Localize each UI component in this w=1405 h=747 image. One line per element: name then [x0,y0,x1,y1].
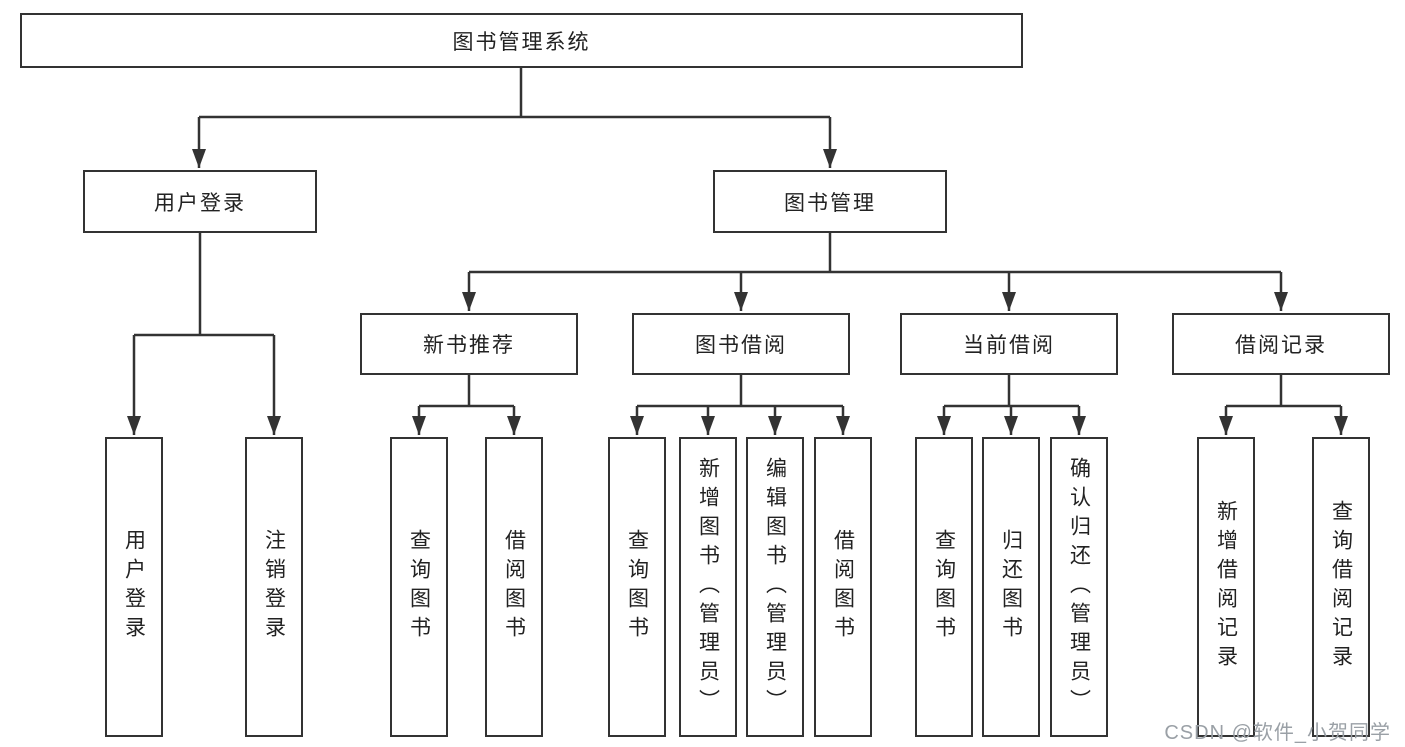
node-label: 编辑图书（管理员） [763,456,787,718]
leaf-query-books: 查询图书 [390,437,448,737]
leaf-add-borrow-record: 新增借阅记录 [1197,437,1255,737]
node-label: 图书借阅 [695,334,787,357]
node-system-root: 图书管理系统 [20,13,1023,68]
connector-root-stem [199,68,830,119]
node-label: 查询图书 [407,529,431,645]
node-user-login: 用户登录 [83,170,317,233]
node-label: 新书推荐 [423,334,515,357]
connector-current-stem [944,375,1079,408]
node-label: 图书管理系统 [452,30,591,54]
node-label: 借阅图书 [831,529,855,645]
node-label: 用户登录 [154,191,246,215]
node-new-book-recommend: 新书推荐 [360,313,578,375]
node-label: 查询图书 [932,529,956,645]
node-label: 新增图书（管理员） [696,456,720,718]
node-book-borrowing: 图书借阅 [632,313,850,375]
node-current-borrowing: 当前借阅 [900,313,1118,375]
node-borrow-records: 借阅记录 [1172,313,1390,375]
node-label: 当前借阅 [963,334,1055,357]
node-label: 查询借阅记录 [1329,500,1353,674]
leaf-add-books-admin: 新增图书（管理员） [679,437,737,737]
leaf-logout: 注销登录 [245,437,303,737]
node-label: 注销登录 [262,529,286,645]
node-book-management: 图书管理 [713,170,947,233]
connector-borrow-stem [637,375,843,408]
node-label: 借阅记录 [1235,334,1327,357]
connector-user-login-stem [134,233,274,337]
leaf-confirm-return-admin: 确认归还（管理员） [1050,437,1108,737]
connector-newbook-stem [419,375,514,408]
node-label: 图书管理 [784,191,876,215]
node-label: 新增借阅记录 [1214,500,1238,674]
csdn-watermark: CSDN @软件_小贺同学 [1164,722,1391,744]
leaf-query-books-3: 查询图书 [915,437,973,737]
leaf-query-books-2: 查询图书 [608,437,666,737]
node-label: 借阅图书 [502,529,526,645]
node-label: 查询图书 [625,529,649,645]
connector-book-mgmt-stem [469,233,1281,274]
leaf-query-borrow-record: 查询借阅记录 [1312,437,1370,737]
connector-records-stem [1226,375,1341,408]
node-label: 归还图书 [999,529,1023,645]
leaf-return-books: 归还图书 [982,437,1040,737]
leaf-borrow-books-2: 借阅图书 [814,437,872,737]
node-label: 用户登录 [122,529,146,645]
node-label: 确认归还（管理员） [1067,456,1091,718]
leaf-edit-books-admin: 编辑图书（管理员） [746,437,804,737]
leaf-user-login: 用户登录 [105,437,163,737]
leaf-borrow-books: 借阅图书 [485,437,543,737]
